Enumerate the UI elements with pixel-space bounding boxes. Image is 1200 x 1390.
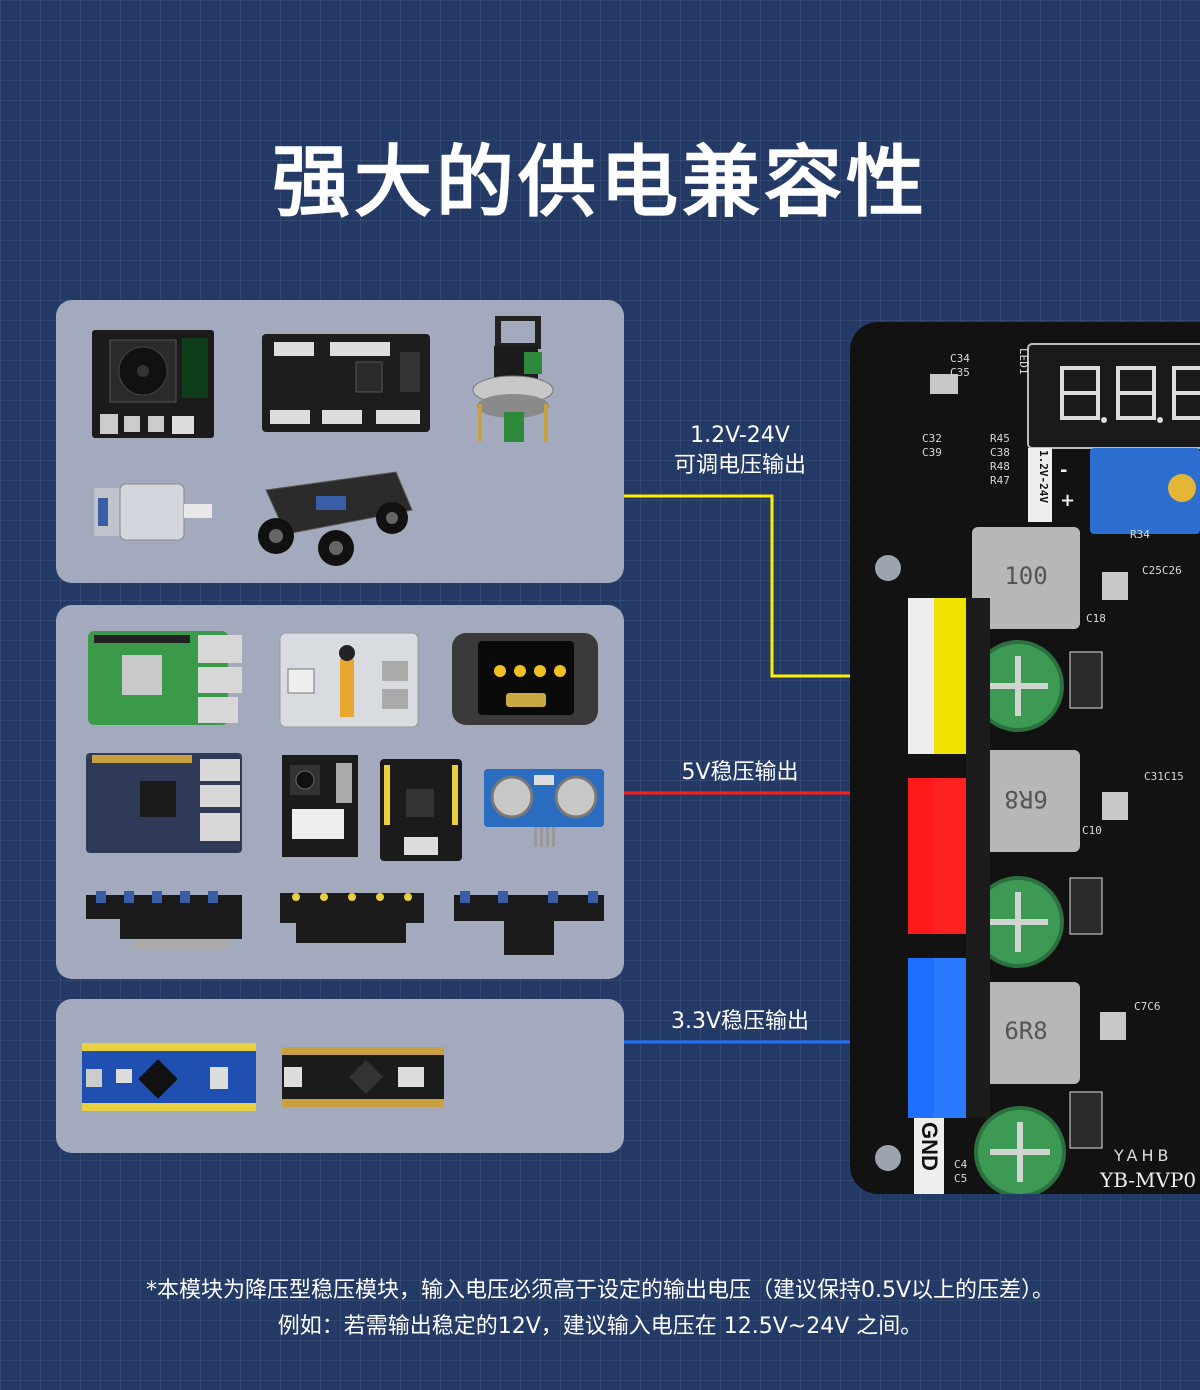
svg-text:C25C26: C25C26	[1142, 564, 1182, 577]
board-drawing: C34 C35 C32 C39 R45 C38 R48 R47 R34 C25C…	[875, 343, 1200, 1194]
board-brand: YAHB	[1114, 1146, 1173, 1165]
svg-text:R34: R34	[1130, 528, 1150, 541]
page-title: 强大的供电兼容性	[271, 138, 928, 228]
camera-module-image	[279, 632, 419, 728]
header-label-3v3: 3V3-OUT	[856, 962, 886, 1072]
footnote-line-2: 例如：若需输出稳定的12V，建议输入电压在 12.5V~24V 之间。	[277, 1314, 923, 1339]
sensor-module-image	[380, 759, 462, 861]
vadj-description: 可调电压输出	[673, 453, 806, 478]
raspberry-pi-image	[88, 631, 242, 725]
header-label-vadj: VADJ-OUT	[856, 600, 886, 739]
svg-text:C18: C18	[1086, 612, 1106, 625]
board-model: YB-MVP0	[1100, 1168, 1197, 1192]
svg-text:C5: C5	[954, 1172, 967, 1185]
stm32-blue-pill-image	[82, 1043, 256, 1111]
servo-gimbal-image	[472, 316, 554, 442]
device-panel-adjustable	[56, 300, 624, 583]
device-panel-5v	[56, 605, 624, 979]
ultrasonic-sensor-image	[484, 769, 604, 847]
pot-plus-label: +	[1060, 490, 1076, 511]
header-label-5v: 5V-OUT	[856, 792, 886, 886]
ir-tracking-sensor-image	[454, 891, 604, 955]
svg-text:C34: C34	[950, 352, 970, 365]
svg-text:C39: C39	[922, 446, 942, 459]
vadj-voltage-range: 1.2V-24V	[690, 423, 790, 448]
vadj-connection-line	[624, 494, 900, 678]
inductor-label-3: 6R8	[1004, 1017, 1048, 1045]
vadj-output-label: 1.2V-24V 可调电压输出	[640, 421, 840, 481]
jetson-board-image	[92, 330, 214, 438]
display-label: LED1	[1017, 348, 1030, 375]
gnd-label: GND	[917, 1122, 942, 1171]
5v-output-label: 5V稳压输出	[681, 760, 799, 785]
svg-text:C31C15: C31C15	[1144, 770, 1184, 783]
inductor-label-2: 6R8	[1004, 785, 1048, 813]
svg-text:R45: R45	[990, 432, 1010, 445]
svg-text:C4: C4	[954, 1158, 968, 1171]
svg-text:R47: R47	[990, 474, 1010, 487]
svg-text:C32: C32	[922, 432, 942, 445]
sbc-board-image	[86, 753, 242, 853]
svg-text:C10: C10	[1082, 824, 1102, 837]
footnote-line-1: *本模块为降压型稳压模块，输入电压必须高于设定的输出电压（建议保持0.5V以上的…	[145, 1278, 1055, 1303]
power-module-board: C34 C35 C32 C39 R45 C38 R48 R47 R34 C25C…	[850, 322, 1200, 1194]
3v3-output-label: 3.3V稳压输出	[670, 1009, 810, 1034]
device-panel-3v3	[56, 999, 624, 1153]
robot-car-chassis-image	[258, 471, 413, 566]
dc-motor-image	[94, 483, 212, 541]
inductor-label-1: 100	[1004, 562, 1048, 590]
line-tracking-sensor-image	[86, 891, 242, 949]
svg-text:R48: R48	[990, 460, 1010, 473]
tracking-module-image	[280, 893, 424, 943]
stm32-black-pill-image	[282, 1047, 444, 1107]
pot-minus-label: -	[1060, 460, 1068, 481]
expansion-board-image	[262, 334, 430, 432]
display-screen-image	[452, 633, 598, 725]
camera-sensor-board-image	[282, 755, 358, 857]
board-side-voltage-label: 1.2V-24V	[1037, 450, 1050, 503]
svg-text:C38: C38	[990, 446, 1010, 459]
svg-text:C7C6: C7C6	[1134, 1000, 1161, 1013]
